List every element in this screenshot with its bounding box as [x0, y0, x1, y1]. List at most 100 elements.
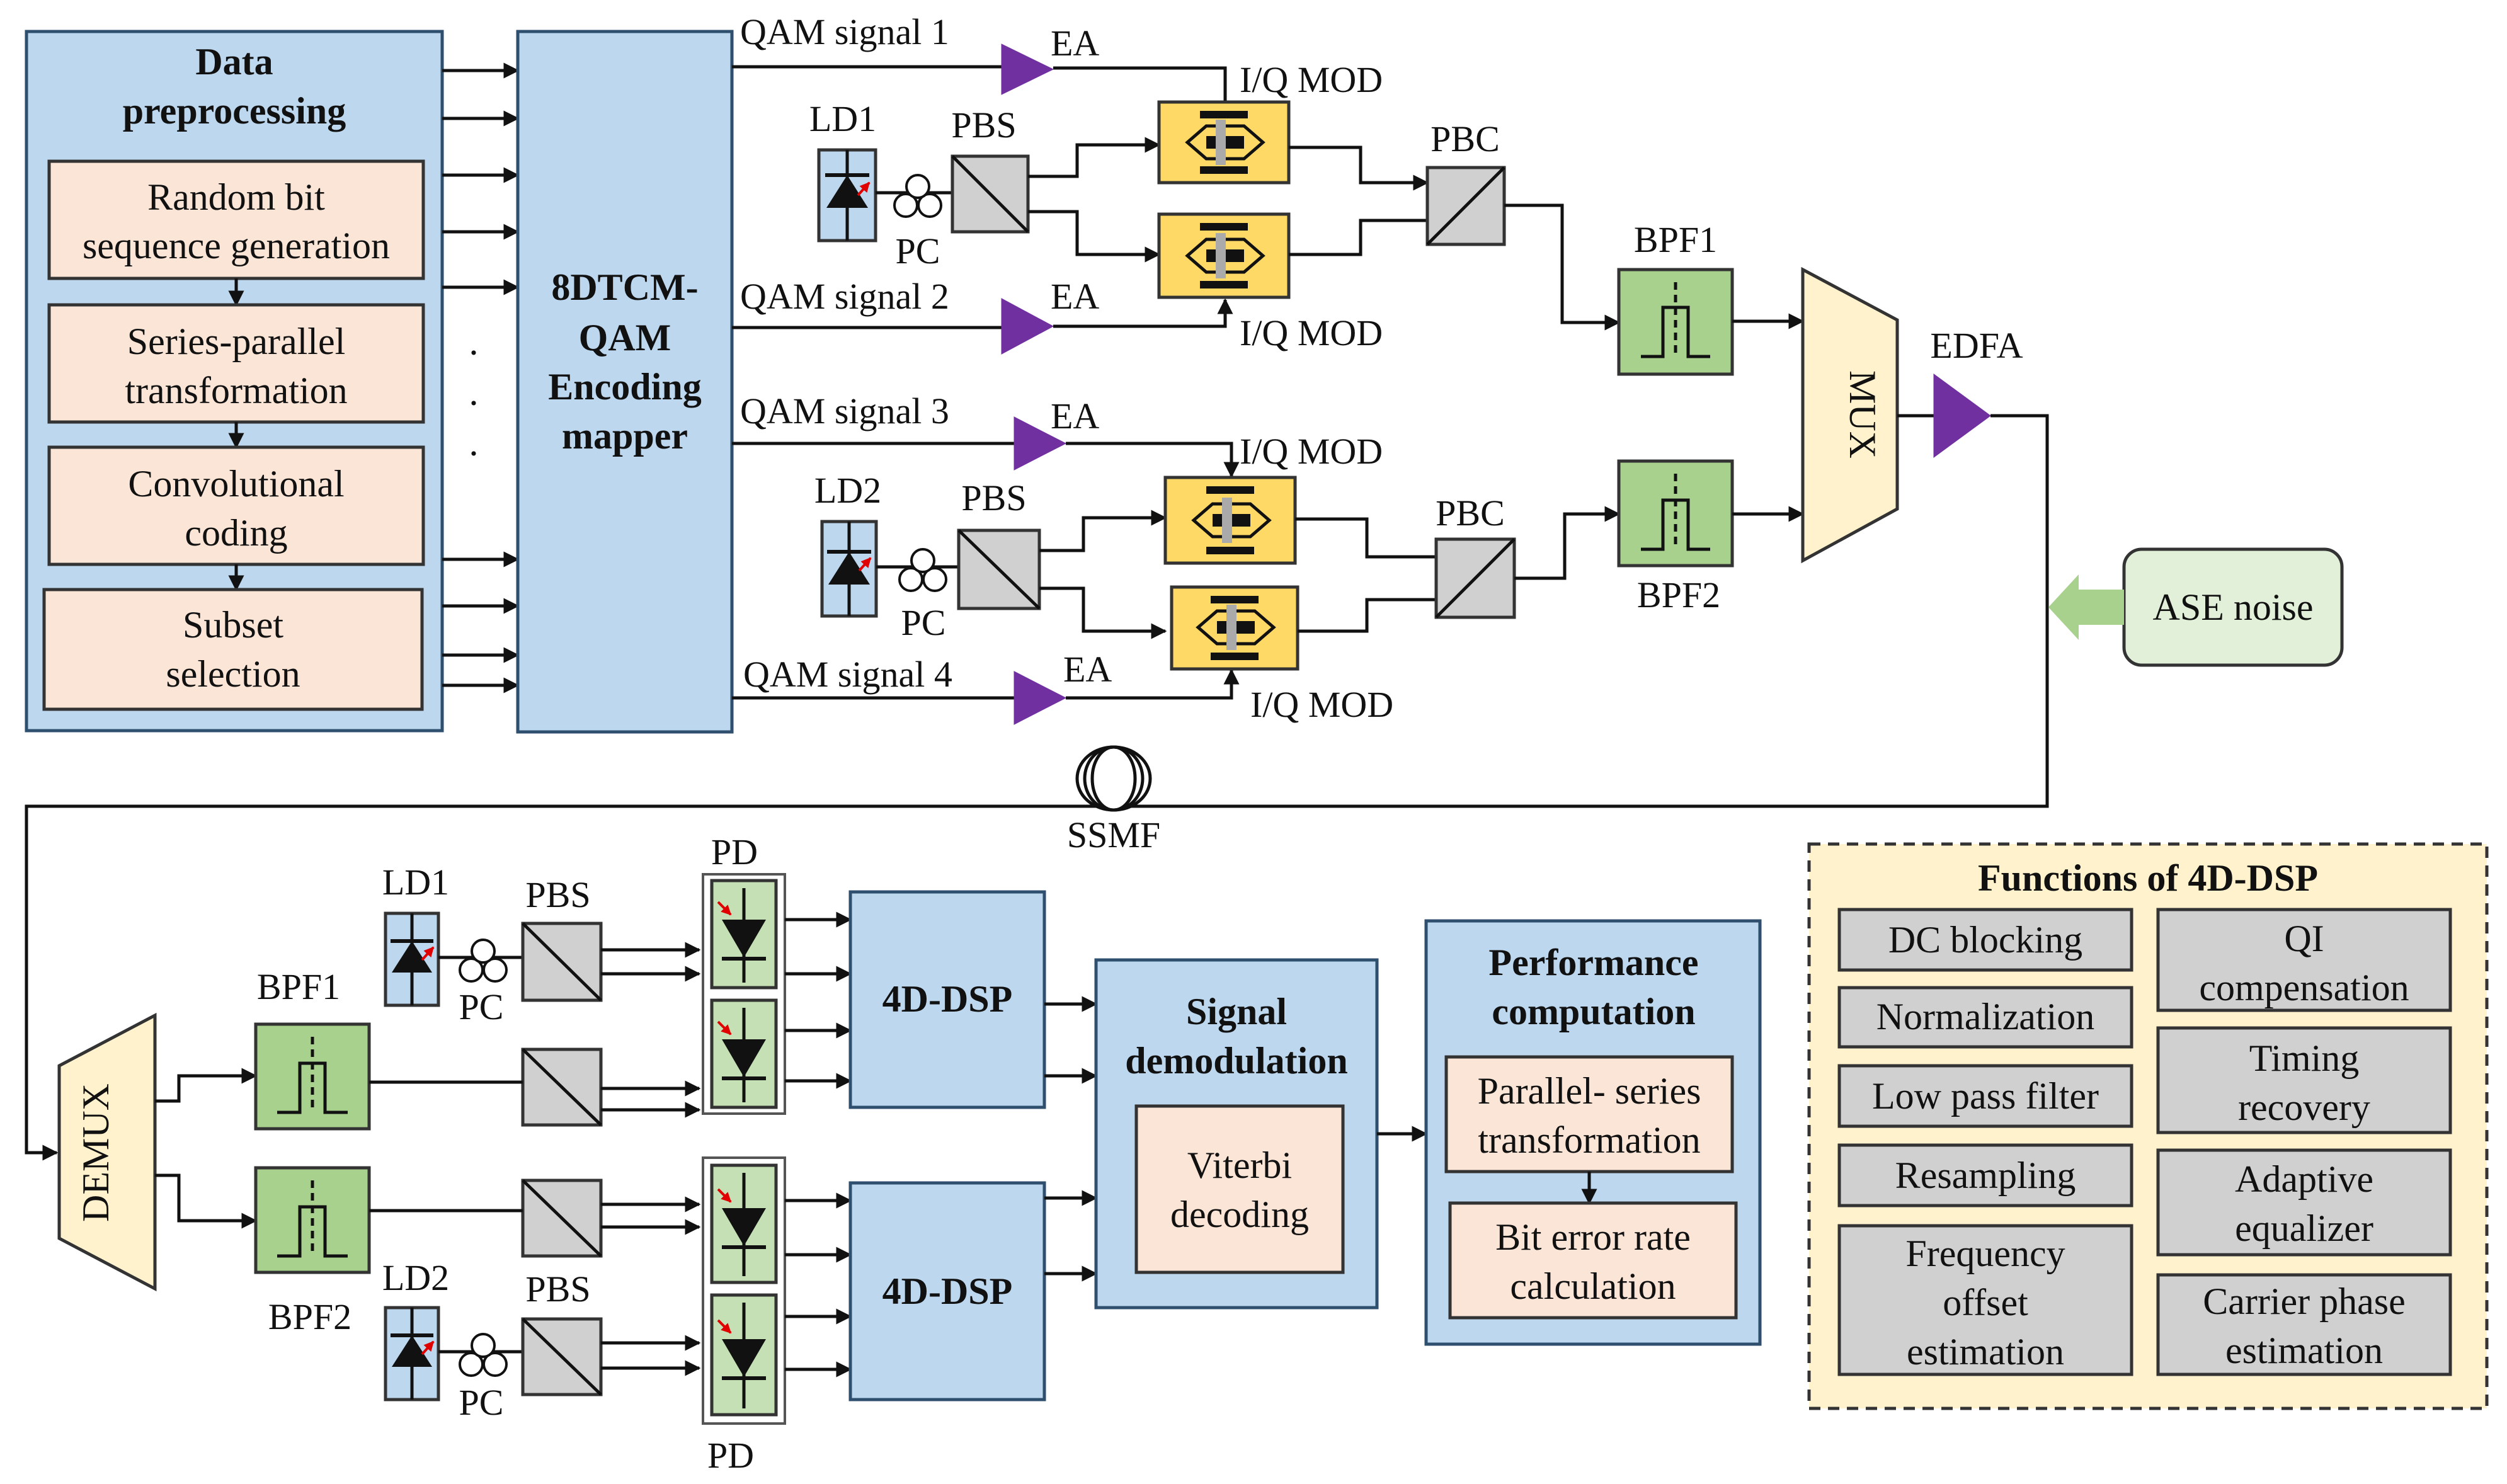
dc-blocking-label: DC blocking — [1888, 919, 2082, 961]
polarization-controller-icon — [876, 548, 957, 592]
pbs-1 — [951, 154, 1030, 234]
timing-label-2: recovery — [2238, 1087, 2370, 1128]
resampling-label: Resampling — [1895, 1155, 2076, 1196]
normalization-label: Normalization — [1876, 996, 2095, 1037]
pbc-1 — [1425, 166, 1506, 246]
iq-modulator-2 — [1157, 212, 1291, 299]
data-preprocessing-title-1: Data — [195, 41, 273, 83]
ellipsis-dot-1: · — [467, 332, 480, 374]
laser-diode-icon — [820, 520, 878, 618]
dsp-top-label: 4D-DSP — [882, 978, 1013, 1020]
edfa-amplifier: EDFA — [1930, 325, 2023, 458]
iq-modulator-3 — [1163, 476, 1297, 565]
dsp-functions-title: Functions of 4D-DSP — [1978, 857, 2318, 899]
series-parallel-label-1: Series-parallel — [127, 321, 346, 362]
tx-bpf2-label: BPF2 — [1637, 574, 1720, 615]
tx-bpf1-label: BPF1 — [1634, 219, 1717, 260]
rx-pd-bottom-label: PD — [707, 1435, 754, 1476]
ber-label-2: calculation — [1510, 1265, 1676, 1307]
iq-mod-2-label: I/Q MOD — [1240, 312, 1383, 353]
ea-3-label: EA — [1051, 396, 1099, 437]
adaptive-label-2: equalizer — [2235, 1207, 2373, 1249]
ea-amplifier-1: EA — [1001, 23, 1099, 95]
ea-amplifier-2: EA — [1001, 276, 1099, 355]
parallel-bus-arrows — [442, 62, 520, 693]
signal-demodulation-block: Signal demodulation Viterbi decoding — [1094, 958, 1379, 1310]
data-preprocessing-block: Data preprocessing Random bit sequence g… — [25, 30, 444, 733]
photodetector-column-top — [702, 873, 786, 1115]
rx-ld1-label: LD1 — [382, 862, 449, 903]
mapper-label-3: Encoding — [548, 366, 701, 408]
edfa-label: EDFA — [1930, 325, 2023, 366]
ea-amplifier-4: EA — [1014, 649, 1112, 725]
rx-ld2-label: LD2 — [382, 1257, 449, 1298]
polarization-controller-icon — [876, 174, 957, 218]
tx-pbc2-label: PBC — [1436, 493, 1505, 534]
qi-compensation-box: QI compensation — [2156, 908, 2452, 1012]
ase-noise-block: ASE noise — [2048, 547, 2344, 667]
qam-signal-2-label: QAM signal 2 — [740, 276, 949, 317]
demod-label-2: demodulation — [1125, 1040, 1347, 1082]
qam-signal-3-label: QAM signal 3 — [740, 391, 949, 431]
dsp-functions-panel: Functions of 4D-DSP DC blocking Normaliz… — [1807, 842, 2489, 1410]
rx-pbs-2 — [521, 1047, 603, 1127]
qam-signal-4-label: QAM signal 4 — [743, 654, 952, 695]
rx-pbs1-label: PBS — [525, 874, 590, 915]
tx-pc2-label: PC — [901, 602, 946, 643]
qam-signal-1-label: QAM signal 1 — [740, 11, 949, 52]
bandpass-filter-icon — [254, 1166, 371, 1274]
mux-label: MUX — [1842, 370, 1883, 459]
iq-mod-4-label: I/Q MOD — [1250, 684, 1393, 725]
convolutional-label-2: coding — [185, 512, 287, 554]
freq-label-3: estimation — [1907, 1331, 2064, 1373]
perf-label-2: computation — [1492, 991, 1695, 1032]
mapper-label-1: 8DTCM- — [551, 266, 698, 308]
tx-pbs2-label: PBS — [961, 477, 1026, 518]
qi-label-1: QI — [2284, 918, 2324, 959]
rx-pbs-3 — [521, 1179, 603, 1258]
pbs-2 — [957, 528, 1041, 610]
random-bit-label-2: sequence generation — [83, 225, 390, 266]
ssmf-label: SSMF — [1067, 814, 1160, 855]
rx-pbs4-label: PBS — [525, 1269, 590, 1310]
ea-amplifier-3: EA — [1014, 396, 1099, 471]
laser-diode-icon — [384, 911, 440, 1007]
freq-label-1: Frequency — [1905, 1233, 2065, 1274]
low-pass-label: Low pass filter — [1872, 1075, 2099, 1117]
polarization-controller-icon — [438, 939, 522, 983]
iq-mod-3-label: I/Q MOD — [1240, 431, 1383, 472]
normalization-box: Normalization — [1837, 986, 2133, 1049]
convolutional-label-1: Convolutional — [128, 463, 344, 505]
tx-pbc1-label: PBC — [1431, 118, 1500, 159]
dsp-block-bottom: 4D-DSP — [848, 1181, 1046, 1401]
timing-label-1: Timing — [2249, 1037, 2360, 1079]
rx-pbs-1 — [521, 922, 603, 1002]
ellipsis-dot-2: · — [467, 382, 480, 424]
carrier-phase-box: Carrier phase estimation — [2156, 1273, 2452, 1376]
pbc-2 — [1434, 537, 1516, 619]
random-bit-generation-box: Random bit sequence generation — [47, 159, 425, 280]
perf-label-1: Performance — [1488, 942, 1698, 983]
data-preprocessing-title-2: preprocessing — [123, 90, 346, 132]
tx-pbs1-label: PBS — [951, 105, 1016, 146]
carrier-label-2: estimation — [2225, 1330, 2383, 1371]
bandpass-filter-icon — [1617, 268, 1734, 376]
timing-recovery-box: Timing recovery — [2156, 1026, 2452, 1134]
ea-1-label: EA — [1051, 23, 1099, 64]
photodetector-column-bottom — [702, 1156, 786, 1425]
dsp-bottom-label: 4D-DSP — [882, 1270, 1013, 1312]
random-bit-label-1: Random bit — [147, 176, 325, 218]
subset-selection-box: Subset selection — [42, 588, 424, 711]
low-pass-filter-box: Low pass filter — [1837, 1064, 2133, 1128]
frequency-offset-box: Frequency offset estimation — [1837, 1224, 2133, 1376]
rx-pc2-label: PC — [459, 1382, 504, 1423]
resampling-box: Resampling — [1837, 1143, 2133, 1207]
rx-pd-top-label: PD — [711, 831, 758, 872]
rx-pc1-label: PC — [459, 986, 504, 1027]
adaptive-label-1: Adaptive — [2235, 1158, 2373, 1200]
tx-ld2-label: LD2 — [814, 470, 881, 511]
bandpass-filter-icon — [1617, 459, 1734, 568]
rx-pbs-4 — [521, 1317, 603, 1396]
laser-diode-icon — [817, 148, 877, 243]
mapper-label-2: QAM — [579, 317, 671, 358]
